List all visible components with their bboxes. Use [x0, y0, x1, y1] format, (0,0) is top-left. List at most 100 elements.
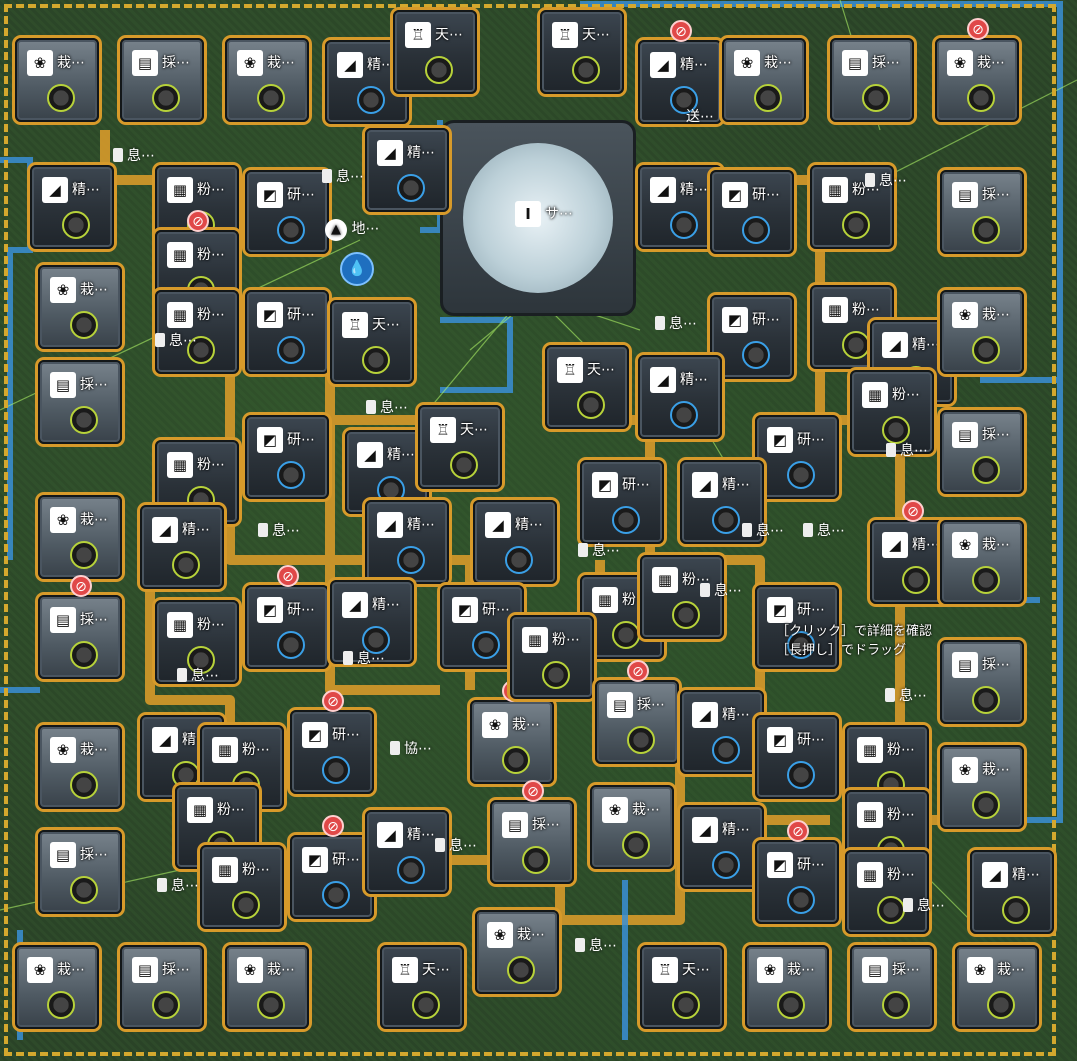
prohibited-icon[interactable]: ⊘ [322, 815, 344, 837]
rest-tower[interactable]: 息⋯ [885, 685, 927, 705]
water-drop-icon[interactable]: 💧 [340, 252, 374, 286]
grinder-building[interactable]: ▦粉⋯ [810, 165, 894, 249]
item-slot[interactable] [882, 416, 910, 444]
prohibited-icon[interactable]: ⊘ [187, 210, 209, 232]
prohibited-icon[interactable]: ⊘ [522, 780, 544, 802]
central-core-building[interactable]: Ⅰ サ⋯ [440, 120, 636, 316]
cultivator-building[interactable]: ❀栽⋯⊘ [470, 680, 554, 784]
rest-tower[interactable]: 息⋯ [742, 520, 784, 540]
item-slot[interactable] [397, 546, 425, 574]
cultivator-building[interactable]: ❀栽⋯ [955, 945, 1039, 1029]
item-slot[interactable] [577, 391, 605, 419]
item-slot[interactable] [357, 86, 385, 114]
item-slot[interactable] [972, 456, 1000, 484]
item-slot[interactable] [187, 336, 215, 364]
rest-tower[interactable]: 息⋯ [578, 540, 620, 560]
item-slot[interactable] [842, 211, 870, 239]
celestial-building[interactable]: ♖天⋯ [545, 345, 629, 429]
grinder-building[interactable]: ▦粉⋯ [850, 370, 934, 454]
item-slot[interactable] [172, 761, 200, 789]
prohibited-icon[interactable]: ⊘ [967, 18, 989, 40]
item-slot[interactable] [397, 174, 425, 202]
research-building[interactable]: ◩研⋯ [710, 295, 794, 379]
rest-tower[interactable]: 息⋯ [177, 665, 219, 685]
grinder-building[interactable]: ▦粉⋯ [640, 555, 724, 639]
item-slot[interactable] [972, 566, 1000, 594]
research-building[interactable]: ◩研⋯ [580, 460, 664, 544]
celestial-building[interactable]: ♖天⋯ [418, 405, 502, 489]
cultivator-building[interactable]: ❀栽⋯ [38, 495, 122, 579]
research-building[interactable]: ◩研⋯ [755, 715, 839, 799]
item-slot[interactable] [972, 216, 1000, 244]
item-slot[interactable] [622, 831, 650, 859]
item-slot[interactable] [425, 56, 453, 84]
item-slot[interactable] [472, 631, 500, 659]
harvester-building[interactable]: ▤採⋯ [940, 640, 1024, 724]
prohibited-icon[interactable]: ⊘ [70, 575, 92, 597]
item-slot[interactable] [670, 401, 698, 429]
item-slot[interactable] [450, 451, 478, 479]
research-building[interactable]: ◩研⋯ [245, 290, 329, 374]
item-slot[interactable] [507, 956, 535, 984]
grinder-building[interactable]: ▦粉⋯ [200, 845, 284, 929]
research-building[interactable]: ◩研⋯⊘ [290, 690, 374, 794]
item-slot[interactable] [712, 506, 740, 534]
cultivator-building[interactable]: ❀栽⋯ [15, 38, 99, 122]
item-slot[interactable] [70, 541, 98, 569]
cultivator-building[interactable]: ❀栽⋯ [38, 725, 122, 809]
rest-tower[interactable]: 息⋯ [803, 520, 845, 540]
rest-tower[interactable]: 息⋯ [700, 580, 742, 600]
item-slot[interactable] [322, 756, 350, 784]
refinery-building[interactable]: ◢精⋯ [140, 505, 224, 589]
item-slot[interactable] [987, 991, 1015, 1019]
cultivator-building[interactable]: ❀栽⋯ [590, 785, 674, 869]
cultivator-building[interactable]: ❀栽⋯ [15, 945, 99, 1029]
harvester-building[interactable]: ▤採⋯ [940, 170, 1024, 254]
item-slot[interactable] [502, 746, 530, 774]
item-slot[interactable] [62, 211, 90, 239]
harvester-building[interactable]: ▤採⋯⊘ [38, 575, 122, 679]
item-slot[interactable] [742, 341, 770, 369]
harvester-building[interactable]: ▤採⋯ [38, 830, 122, 914]
item-slot[interactable] [972, 336, 1000, 364]
item-slot[interactable] [882, 991, 910, 1019]
item-slot[interactable] [712, 851, 740, 879]
item-slot[interactable] [257, 991, 285, 1019]
harvester-building[interactable]: ▤採⋯⊘ [490, 780, 574, 884]
grinder-building[interactable]: ▦粉⋯ [510, 615, 594, 699]
item-slot[interactable] [787, 631, 815, 659]
harvester-building[interactable]: ▤採⋯ [120, 945, 204, 1029]
refinery-building[interactable]: ◢精⋯ [970, 850, 1054, 934]
item-slot[interactable] [777, 991, 805, 1019]
refinery-building[interactable]: ◢精⋯ [330, 580, 414, 664]
prohibited-icon[interactable]: ⊘ [627, 660, 649, 682]
research-building[interactable]: ◩研⋯ [755, 415, 839, 499]
refinery-building[interactable]: ◢精⋯ [680, 690, 764, 774]
refinery-building[interactable]: ◢精⋯⊘ [638, 20, 722, 124]
research-building[interactable]: ◩研⋯ [245, 170, 329, 254]
item-slot[interactable] [277, 336, 305, 364]
item-slot[interactable] [257, 84, 285, 112]
prohibited-icon[interactable]: ⊘ [322, 690, 344, 712]
item-slot[interactable] [70, 771, 98, 799]
item-slot[interactable] [612, 621, 640, 649]
item-slot[interactable] [522, 846, 550, 874]
item-slot[interactable] [627, 726, 655, 754]
cultivator-building[interactable]: ❀栽⋯ [940, 290, 1024, 374]
item-slot[interactable] [152, 991, 180, 1019]
item-slot[interactable] [902, 566, 930, 594]
cultivator-building[interactable]: ❀栽⋯ [745, 945, 829, 1029]
celestial-building[interactable]: ♖天⋯ [393, 10, 477, 94]
item-slot[interactable] [972, 791, 1000, 819]
item-slot[interactable] [1002, 896, 1030, 924]
item-slot[interactable] [172, 551, 200, 579]
item-slot[interactable] [152, 84, 180, 112]
harvester-building[interactable]: ▤採⋯ [830, 38, 914, 122]
rest-tower[interactable]: 息⋯ [865, 170, 907, 190]
item-slot[interactable] [397, 856, 425, 884]
rest-tower[interactable]: 息⋯ [155, 330, 197, 350]
cultivator-building[interactable]: ❀栽⋯ [38, 265, 122, 349]
item-slot[interactable] [70, 876, 98, 904]
item-slot[interactable] [787, 761, 815, 789]
